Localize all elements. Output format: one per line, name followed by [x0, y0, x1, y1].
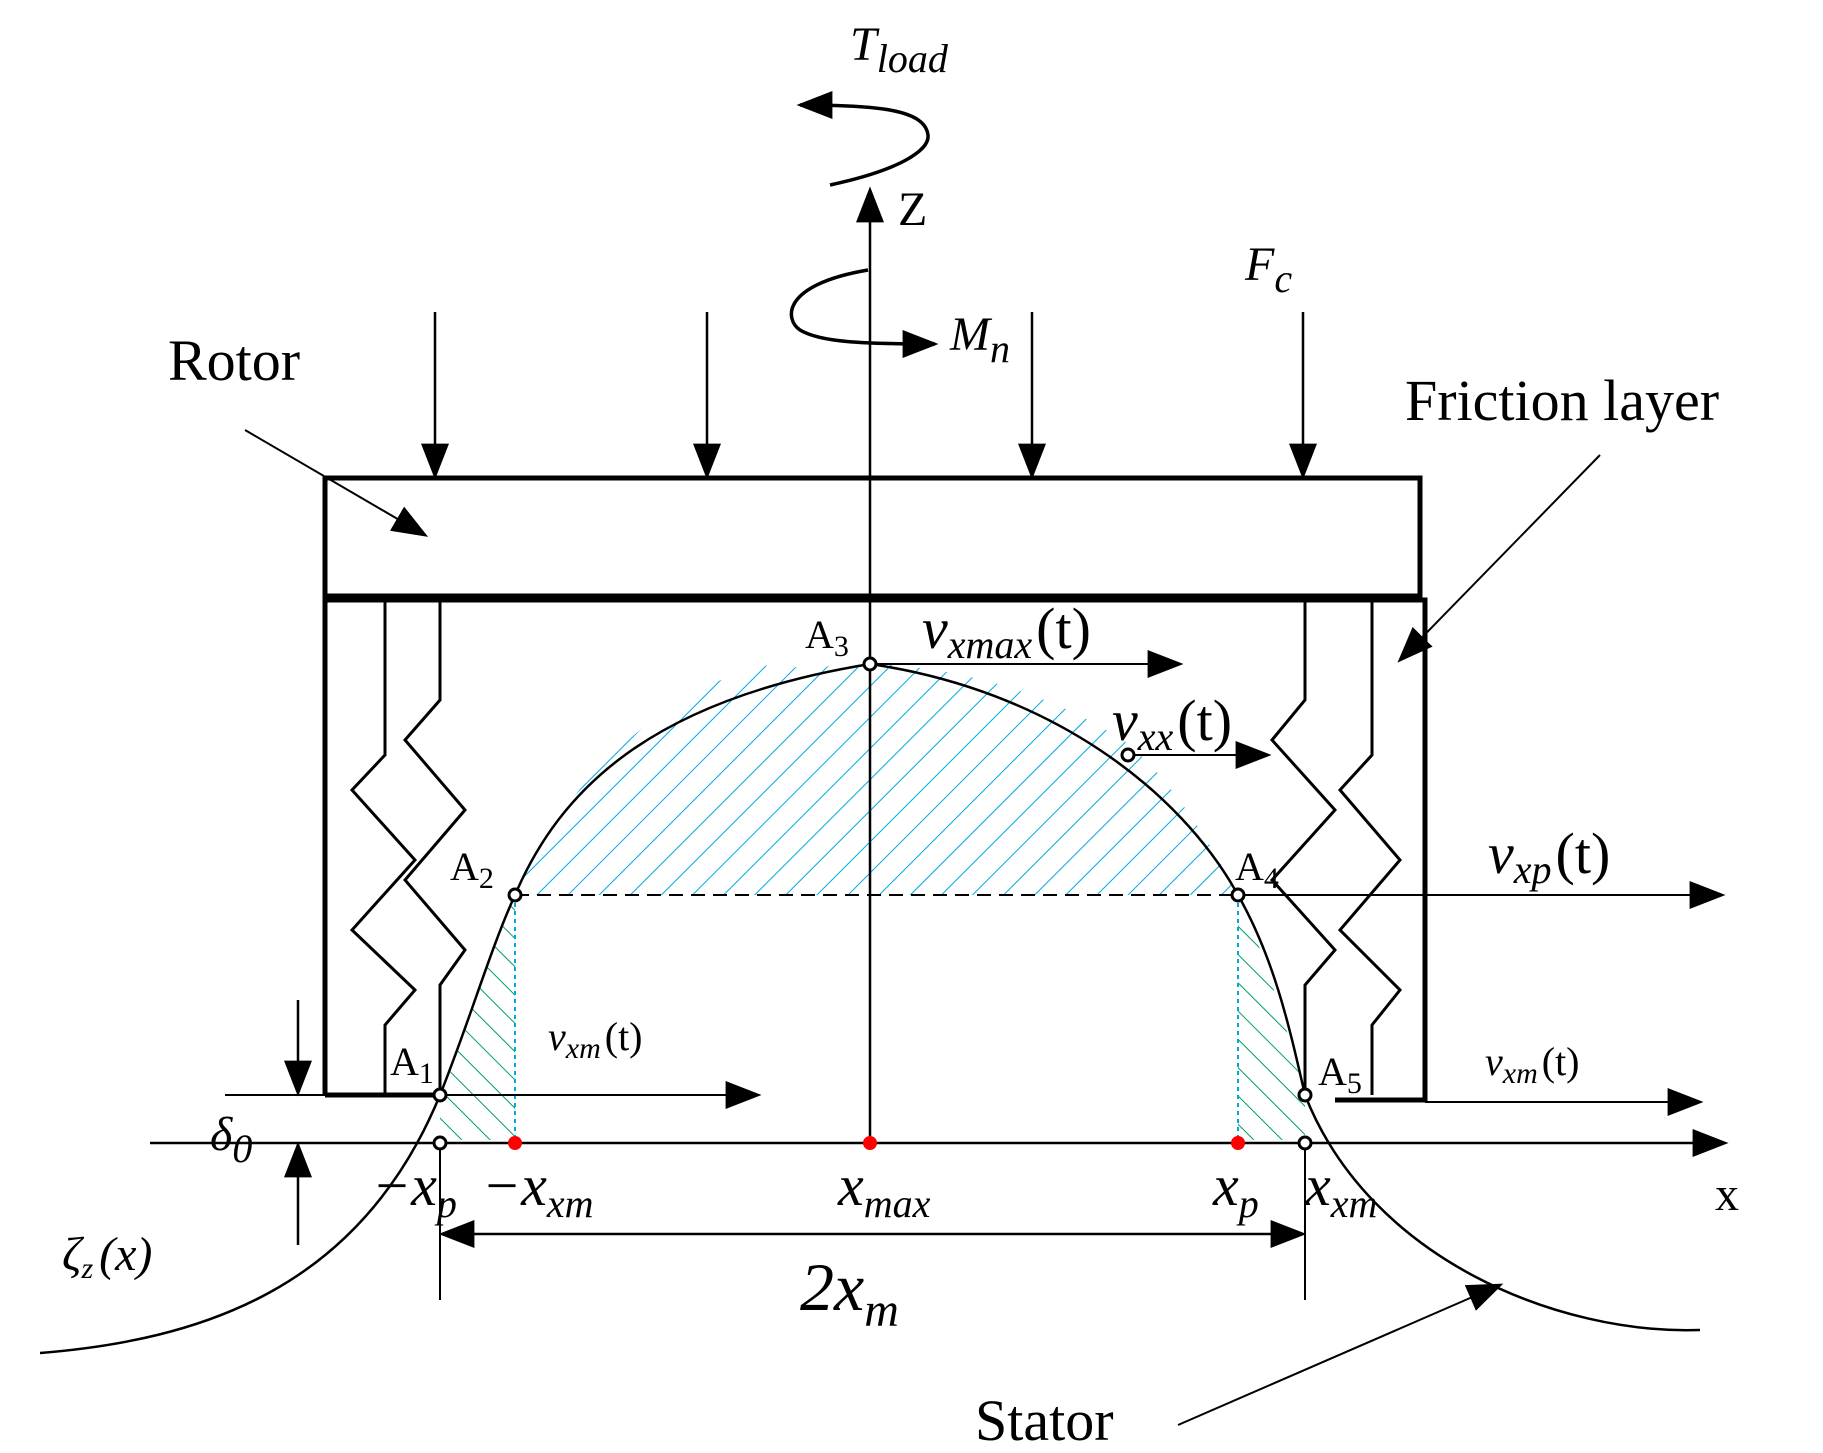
- spring-right-outer: [1337, 600, 1403, 1095]
- point-a3: [862, 656, 878, 672]
- a1-label: A1: [390, 1039, 434, 1090]
- friction-layer-box: [322, 597, 1428, 1103]
- delta0-label: δ0: [210, 1108, 252, 1171]
- point-a5: [1297, 1087, 1313, 1103]
- green-hatched-region-right: [1238, 895, 1305, 1140]
- spring-right-inner: [1269, 600, 1338, 1095]
- blue-hatched-region: [515, 664, 1238, 895]
- tick-xmax: xmax: [837, 1153, 931, 1226]
- point-a2: [507, 887, 523, 903]
- marker-xxm: [1297, 1135, 1313, 1151]
- marker-neg-xxm: [508, 1136, 522, 1150]
- x-axis-label: x: [1715, 1168, 1739, 1221]
- point-vxx: [1120, 747, 1136, 763]
- t-load-label: Tload: [850, 18, 949, 81]
- spring-left-outer: [349, 600, 418, 1095]
- vxm-right-label: vxm(t): [1485, 1039, 1580, 1090]
- vxm-left-label: vxm(t): [548, 1014, 643, 1065]
- z-axis-label: Z: [898, 183, 927, 236]
- a3-label: A3: [805, 612, 849, 663]
- vxp-label: vxp(t): [1488, 821, 1610, 892]
- spring-left-inner: [403, 600, 467, 1095]
- friction-layer-label: Friction layer: [1405, 368, 1719, 433]
- stator-label: Stator: [975, 1388, 1114, 1453]
- f-c-label: Fc: [1244, 238, 1292, 301]
- marker-xmax: [863, 1136, 877, 1150]
- vxmax-label: vxmax(t): [922, 596, 1091, 667]
- vxx-label: vxx(t): [1112, 688, 1232, 759]
- tick-xxm: xxm: [1304, 1153, 1377, 1226]
- rotor-plate: [322, 475, 1423, 599]
- two-xm-label: 2xm: [800, 1249, 899, 1337]
- marker-xp: [1231, 1136, 1245, 1150]
- tick-neg-xxm: −xxm: [482, 1153, 594, 1226]
- point-a1: [432, 1087, 448, 1103]
- a2-label: A2: [450, 844, 494, 895]
- rotor-label: Rotor: [168, 328, 300, 393]
- a4-label: A4: [1235, 844, 1279, 895]
- point-a4: [1230, 887, 1246, 903]
- green-hatched-region-left: [440, 895, 515, 1140]
- rotor-pointer: [244, 429, 429, 537]
- tick-neg-xp: −xp: [372, 1153, 457, 1226]
- t-load-rotation-arrow: [796, 91, 930, 187]
- stator-pointer: [1177, 1283, 1504, 1426]
- zeta-label: ζz(x): [62, 1228, 152, 1285]
- a5-label: A5: [1318, 1049, 1362, 1100]
- friction-layer-pointer: [1397, 454, 1601, 663]
- m-n-label: Mn: [949, 308, 1010, 371]
- m-n-rotation-arrow: [789, 268, 939, 358]
- tick-xp: xp: [1212, 1153, 1259, 1226]
- marker-neg-xp: [432, 1135, 448, 1151]
